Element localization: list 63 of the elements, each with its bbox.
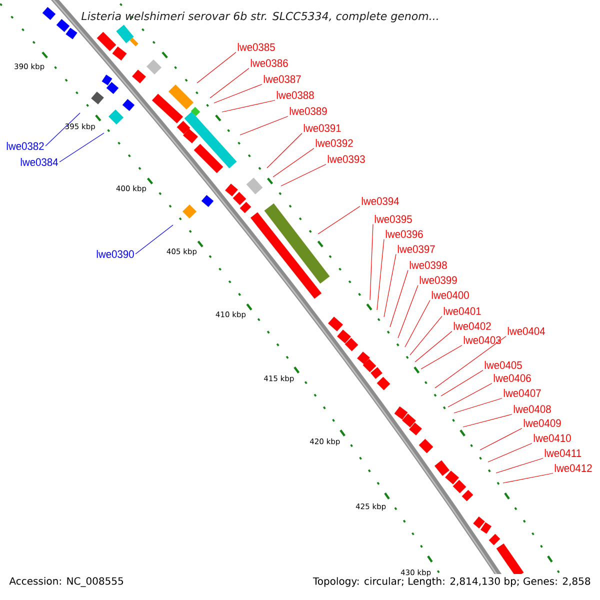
gene-label: lwe0387 bbox=[264, 74, 301, 84]
gene-label: lwe0389 bbox=[290, 106, 327, 116]
leader-line bbox=[398, 284, 418, 338]
gene-label: lwe0390 bbox=[96, 250, 134, 258]
leader-line bbox=[59, 132, 104, 162]
gene-label: lwe0394 bbox=[362, 196, 399, 206]
leader-line bbox=[135, 224, 174, 254]
leader-line bbox=[272, 148, 314, 178]
gene-label: lwe0408 bbox=[514, 404, 551, 414]
leader-line bbox=[480, 428, 522, 450]
gene-label: lwe0391 bbox=[304, 124, 341, 132]
gene-label: lwe0398 bbox=[410, 260, 447, 270]
footer-text: Topology: circular; Length: 2,814,130 bp; Genes: 2,858 bbox=[312, 577, 590, 587]
footer-text: Accession: NC_008555 bbox=[9, 577, 124, 587]
gene-label: lwe0385 bbox=[238, 42, 275, 52]
leader-line bbox=[280, 164, 326, 186]
leader-line bbox=[462, 414, 512, 428]
leader-line bbox=[240, 116, 288, 136]
leader-line bbox=[318, 206, 360, 234]
gene-label: lwe0401 bbox=[444, 306, 481, 316]
gene-label: lwe0395 bbox=[374, 214, 412, 224]
gene-label: lwe0399 bbox=[420, 276, 457, 284]
gene-label: lwe0406 bbox=[494, 374, 531, 382]
leader-line bbox=[266, 132, 302, 168]
gene-label: lwe0384 bbox=[20, 158, 58, 166]
leader-line bbox=[370, 224, 374, 300]
gene-label: lwe0412 bbox=[554, 464, 592, 472]
leader-line bbox=[414, 330, 452, 362]
leader-line bbox=[440, 370, 484, 396]
gene-label: lwe0410 bbox=[534, 434, 571, 442]
gene-label: lwe0411 bbox=[544, 448, 582, 458]
gene-label: lwe0386 bbox=[250, 58, 288, 68]
gene-label: lwe0400 bbox=[432, 290, 469, 300]
gene-label: lwe0393 bbox=[328, 154, 365, 164]
leader-line bbox=[222, 100, 276, 112]
leader-line bbox=[376, 238, 384, 310]
gene-label: lwe0396 bbox=[386, 230, 423, 238]
leader-line bbox=[404, 300, 430, 348]
leader-line bbox=[45, 112, 80, 146]
leader-line bbox=[390, 270, 408, 328]
leader-line bbox=[384, 254, 396, 318]
leader-line bbox=[488, 442, 532, 462]
gene-label: lwe0382 bbox=[6, 142, 44, 150]
leader-line bbox=[420, 344, 462, 370]
leader-line bbox=[454, 398, 502, 414]
gene-label: lwe0409 bbox=[524, 418, 561, 428]
gene-label: lwe0403 bbox=[464, 336, 501, 344]
leader-line bbox=[434, 336, 506, 388]
leader-line bbox=[214, 84, 262, 104]
leader-line bbox=[496, 458, 544, 474]
gene-label: lwe0404 bbox=[508, 326, 545, 336]
gene-label: lwe0407 bbox=[504, 388, 541, 398]
title: Listeria welshimeri serovar 6b str. SLCC5334, complete genom... bbox=[82, 12, 438, 22]
leader-line bbox=[448, 382, 492, 408]
gene-label: lwe0405 bbox=[484, 360, 522, 370]
gene-label: lwe0402 bbox=[454, 322, 491, 330]
gene-label: lwe0397 bbox=[398, 244, 435, 254]
gene-label: lwe0388 bbox=[276, 90, 314, 100]
leader-line bbox=[502, 472, 554, 484]
leader-line bbox=[410, 316, 442, 356]
leader-line bbox=[210, 68, 250, 98]
gene-label: lwe0392 bbox=[316, 138, 353, 148]
leader-line bbox=[196, 52, 236, 84]
